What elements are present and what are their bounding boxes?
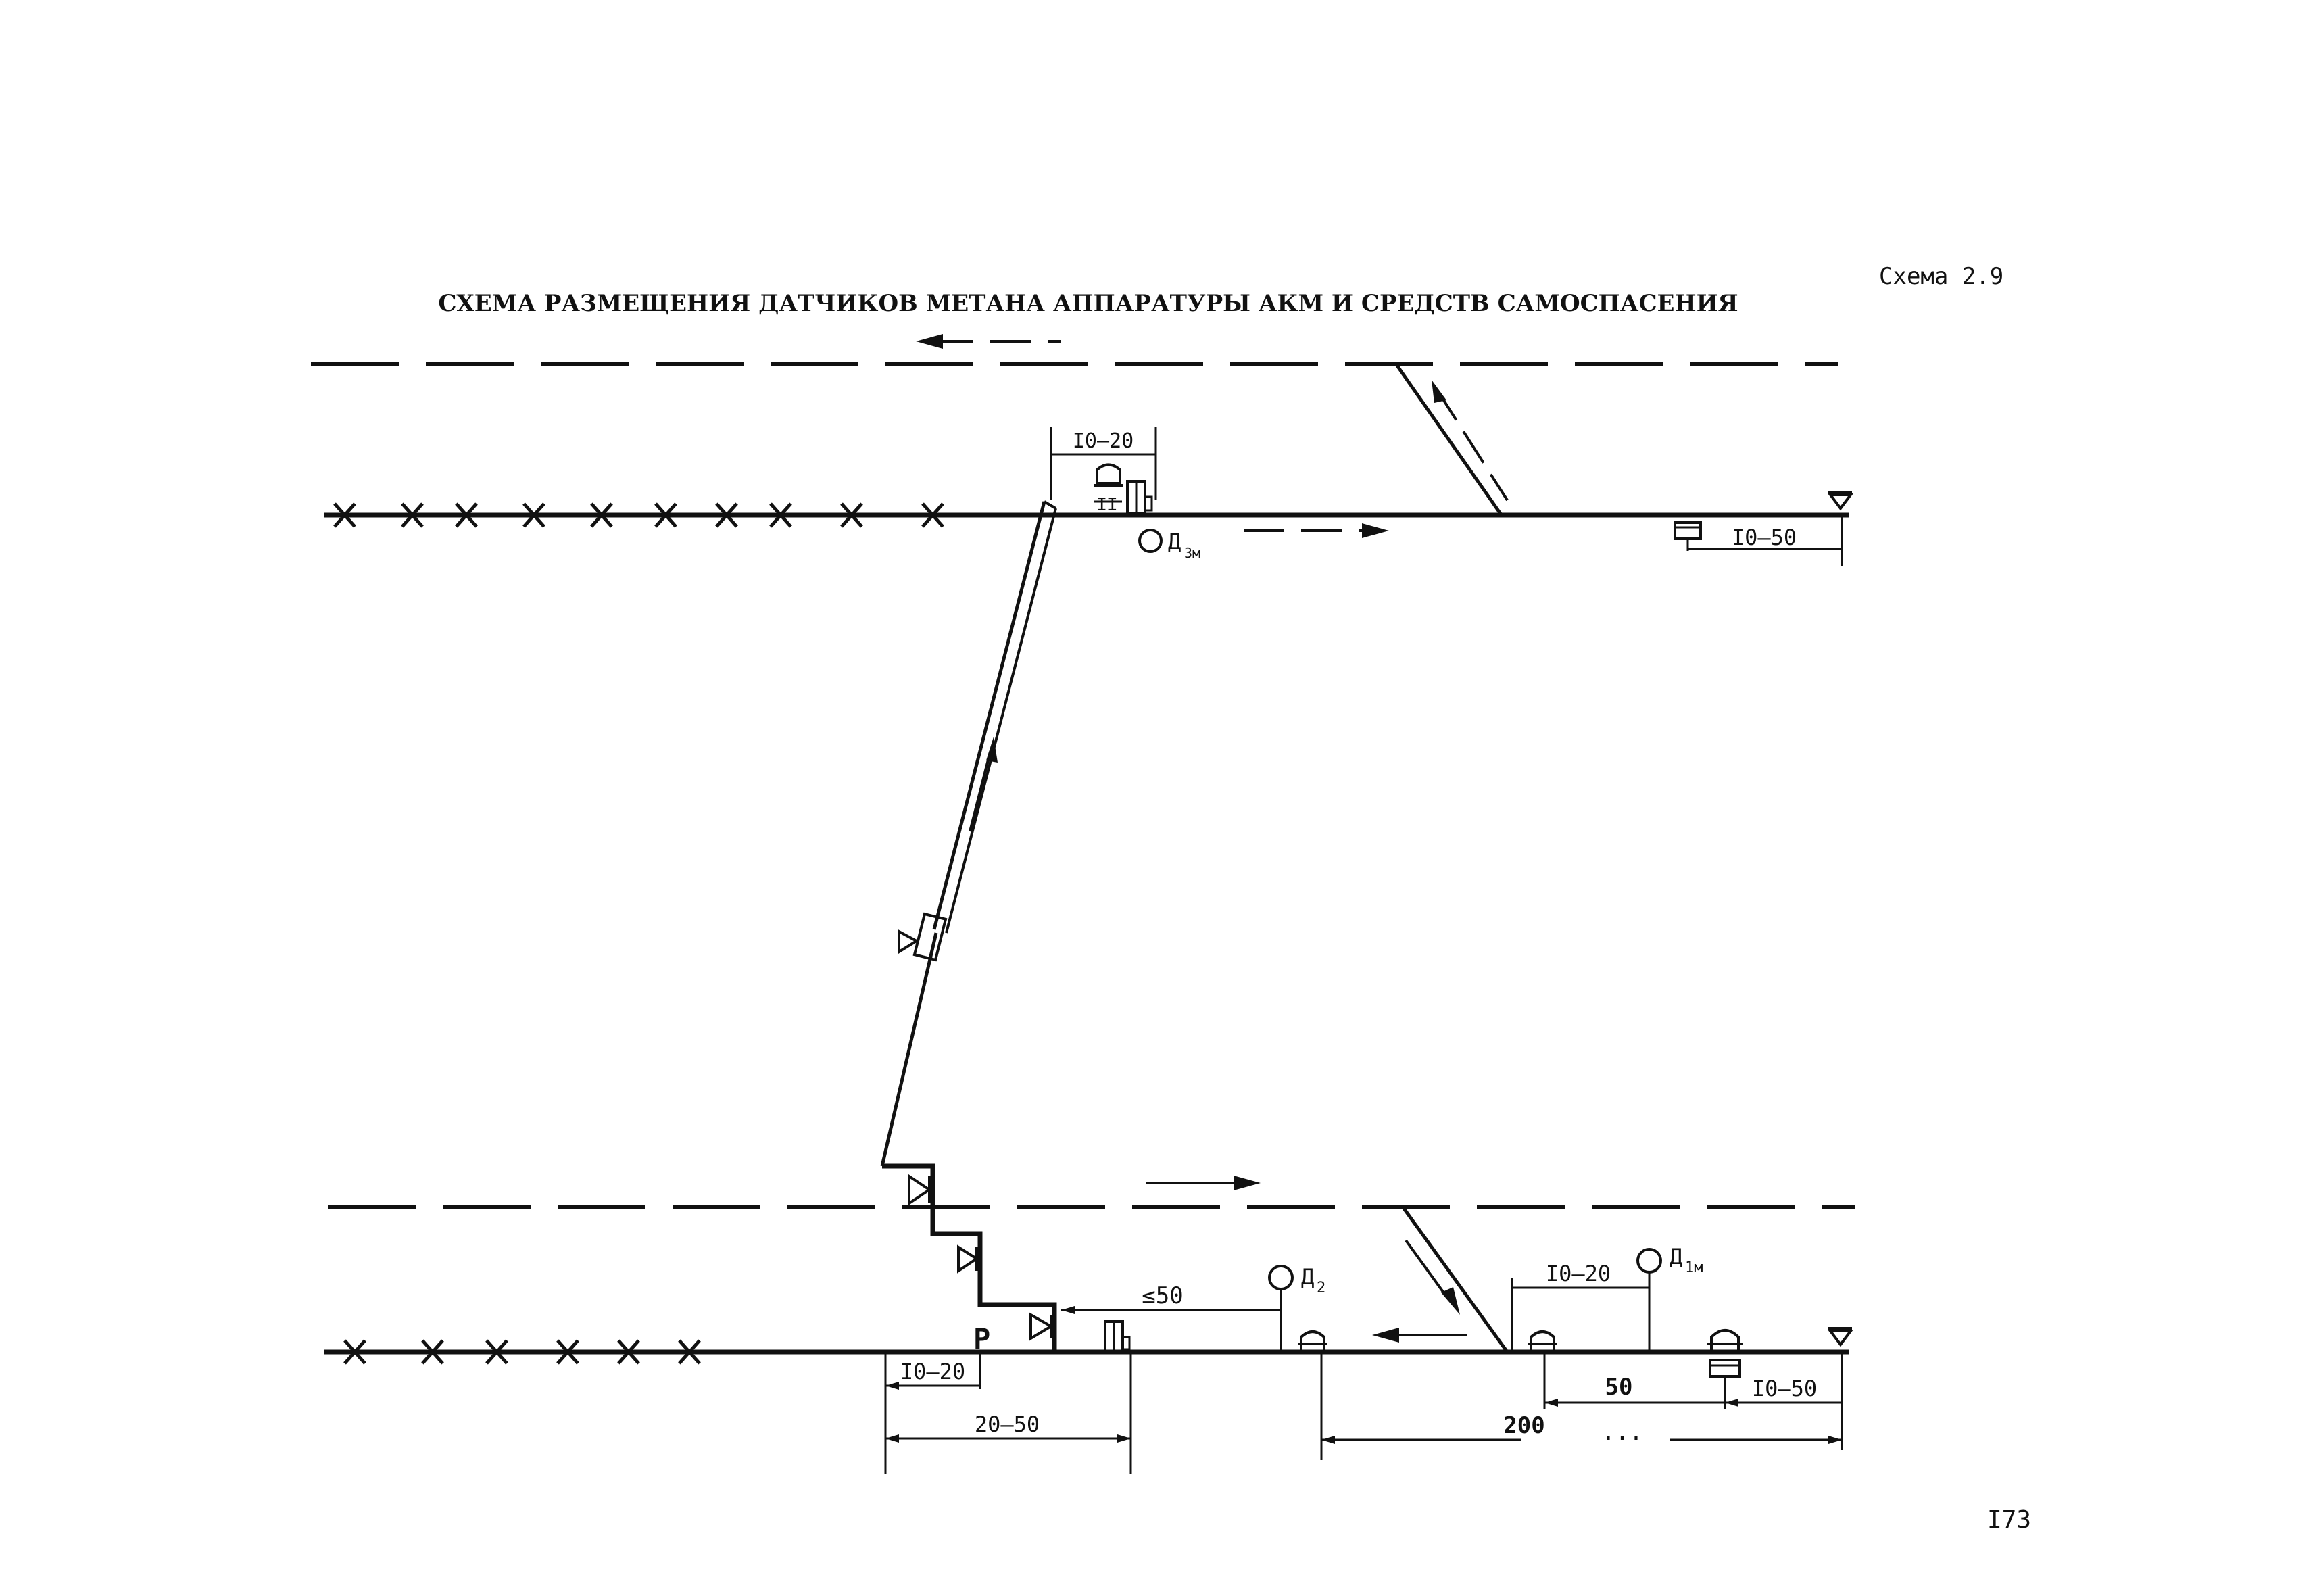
sensor-label-d2: Д [1301, 1264, 1314, 1290]
triangle-marker-face [898, 929, 920, 954]
end-triangle-marker-bottom [1828, 1327, 1853, 1347]
triangle-marker-step-3 [1029, 1312, 1054, 1341]
top-gate-road [324, 491, 1853, 538]
goaf-x-marks-top [333, 502, 944, 528]
dim-bottom-200: 200 [1503, 1412, 1544, 1439]
triangle-marker-step-1 [908, 1174, 932, 1206]
dim-bottom-10-20-right: I0–20 [1546, 1261, 1611, 1286]
sensor-label-d2-sub: 2 [1317, 1280, 1325, 1297]
sensor-box-icon-bottom-right [1709, 1359, 1741, 1378]
bottom-diagonal-crosscut [1400, 1205, 1509, 1353]
self-rescuer-icon-bottom-3 [1710, 1329, 1740, 1352]
self-rescuer-icon-bottom-1 [1300, 1330, 1325, 1352]
end-triangle-marker-top [1828, 491, 1853, 511]
bottom-gate-road [324, 1327, 1853, 1365]
dim-bottom-50: 50 [1605, 1374, 1633, 1401]
methane-sensor-d2-icon [1268, 1265, 1294, 1290]
bottom-face-equipment: P ≤50 Д 2 I0–20 Д 1м [973, 1244, 1743, 1409]
top-ventilation-drift [311, 334, 1838, 366]
dim-bottom-ellipsis: ... [1601, 1419, 1642, 1446]
top-diagonal-crosscut [1394, 362, 1509, 515]
dim-less-than-50: ≤50 [1142, 1282, 1183, 1309]
airflow-arrow-face [986, 737, 998, 763]
top-right-dimension: I0–50 [1674, 515, 1843, 566]
goaf-x-marks-bottom [343, 1339, 701, 1365]
dim-bottom-20-50: 20–50 [975, 1411, 1040, 1437]
sensor-label-d3-sub: 3м [1184, 545, 1200, 561]
scheme-number: Схема 2.9 [1879, 263, 2003, 290]
dim-bottom-10-20-left: I0–20 [900, 1359, 965, 1384]
airflow-arrow-bottom-right [1234, 1176, 1261, 1190]
top-face-equipment: I0–20 II Д 3м [1050, 427, 1200, 561]
dim-top-10-20: I0–20 [1073, 429, 1134, 453]
dim-bottom-10-50: I0–50 [1752, 1376, 1817, 1401]
diagram-title: СХЕМА РАЗМЕЩЕНИЯ ДАТЧИКОВ МЕТАНА АППАРАТ… [438, 290, 1738, 317]
marker-p: P [973, 1322, 990, 1355]
page-number: I73 [1987, 1506, 2031, 1534]
longwall-face [880, 500, 1057, 1352]
self-rescuer-icon [1096, 463, 1121, 485]
methane-sensor-d3m-icon [1138, 529, 1163, 553]
sensor-label-d3: Д [1168, 529, 1181, 554]
triangle-marker-step-2 [957, 1244, 979, 1274]
airflow-arrow-top-left [916, 334, 943, 349]
airflow-arrow-diagonal-top [1432, 380, 1446, 403]
bottom-dimensions: I0–20 20–50 200 ... 50 I0–50 [884, 1352, 1843, 1474]
methane-sensor-d1m-icon [1636, 1248, 1662, 1274]
shearer-combine-icon [898, 912, 948, 962]
marker-ii: II [1096, 495, 1117, 515]
airflow-arrow-diagonal-bottom [1441, 1287, 1460, 1315]
sensor-label-d1-sub: 1м [1685, 1259, 1703, 1276]
sensor-label-d1: Д [1670, 1244, 1682, 1269]
self-rescuer-icon-bottom-2 [1530, 1330, 1555, 1352]
airflow-arrow-bottom-left [1372, 1328, 1399, 1343]
airflow-arrow-top-right [1362, 523, 1389, 538]
bottom-ventilation-drift [328, 1176, 1855, 1209]
dim-top-10-50: I0–50 [1732, 525, 1797, 550]
sensor-box-icon-top-right [1674, 521, 1702, 540]
